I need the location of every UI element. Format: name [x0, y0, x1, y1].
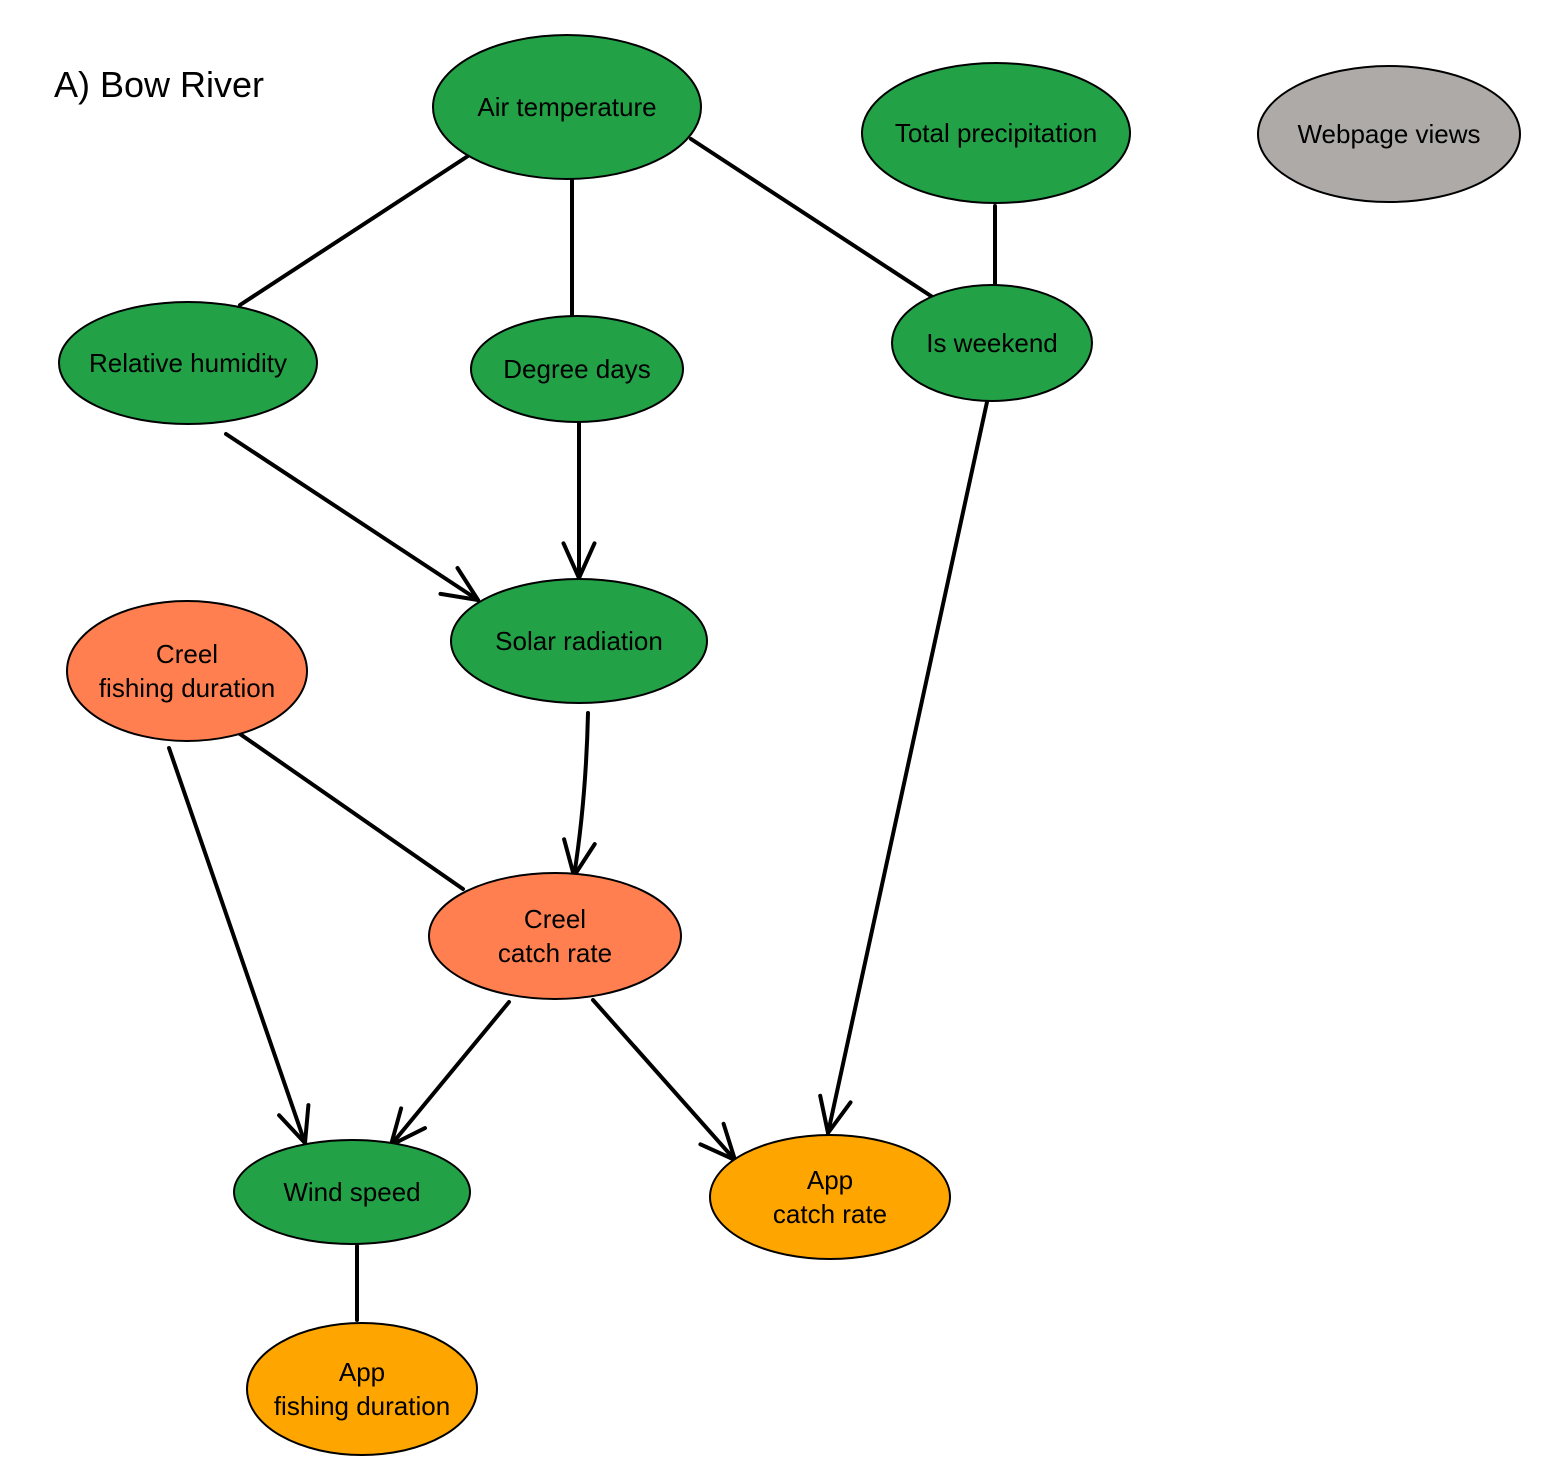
node-label: Is weekend	[926, 328, 1058, 358]
node-relative-humidity: Relative humidity	[58, 301, 318, 425]
node-ellipse	[428, 872, 682, 1000]
node-app-catch-rate: App catch rate	[709, 1134, 951, 1260]
edge-air-temperature-to-relative-humidity	[238, 154, 470, 307]
node-ellipse	[432, 34, 702, 180]
node-ellipse	[58, 301, 318, 425]
node-ellipse	[233, 1139, 471, 1245]
node-solar-radiation: Solar radiation	[450, 578, 708, 704]
node-ellipse	[709, 1134, 951, 1260]
edge-relative-humidity-to-solar-radiation	[224, 432, 480, 602]
node-label: Solar radiation	[495, 626, 663, 656]
node-label: Creel	[524, 904, 586, 934]
node-label: fishing duration	[99, 673, 275, 703]
node-label: Air temperature	[477, 92, 656, 122]
edges-layer	[167, 137, 997, 1322]
node-total-precipitation: Total precipitation	[861, 62, 1131, 204]
edge-air-temperature-to-is-weekend	[689, 137, 936, 300]
node-app-fishing-duration: App fishing duration	[246, 1322, 478, 1456]
node-label: Wind speed	[283, 1177, 420, 1207]
node-degree-days: Degree days	[470, 315, 684, 423]
node-is-weekend: Is weekend	[891, 284, 1093, 402]
node-label: fishing duration	[274, 1391, 450, 1421]
edge-line	[167, 746, 307, 1145]
node-creel-catch-rate: Creel catch rate	[428, 872, 682, 1000]
node-ellipse	[891, 284, 1093, 402]
edge-line	[389, 1000, 511, 1147]
node-ellipse	[861, 62, 1131, 204]
node-label: Degree days	[503, 354, 650, 384]
node-wind-speed: Wind speed	[233, 1139, 471, 1245]
arrowhead	[438, 566, 480, 602]
edge-line	[238, 732, 465, 891]
node-label: App	[339, 1357, 385, 1387]
edge-line	[238, 154, 470, 307]
node-label: Relative humidity	[89, 348, 287, 378]
edge-creel-catch-rate-to-app-catch-rate	[591, 998, 737, 1162]
node-webpage-views: Webpage views	[1257, 65, 1521, 203]
node-label: Webpage views	[1297, 119, 1480, 149]
edge-line	[689, 137, 936, 300]
node-ellipse	[450, 578, 708, 704]
node-label: catch rate	[498, 938, 612, 968]
node-label: catch rate	[773, 1199, 887, 1229]
node-label: App	[807, 1165, 853, 1195]
edge-line	[224, 432, 480, 602]
node-ellipse	[470, 315, 684, 423]
node-label: Total precipitation	[895, 118, 1097, 148]
edge-line	[826, 400, 989, 1135]
edge-line	[591, 998, 737, 1162]
node-creel-fishing-duration: Creel fishing duration	[66, 600, 308, 742]
node-ellipse	[246, 1322, 478, 1456]
edge-solar-radiation-to-creel-catch-rate	[562, 711, 597, 878]
node-ellipse	[1257, 65, 1521, 203]
node-air-temperature: Air temperature	[432, 34, 702, 180]
edge-line	[572, 711, 590, 878]
panel-title: A) Bow River	[54, 64, 265, 105]
node-ellipse	[66, 600, 308, 742]
edge-creel-fishing-duration-to-creel-catch-rate	[238, 732, 465, 891]
arrowhead	[818, 1093, 853, 1135]
edge-creel-catch-rate-to-wind-speed	[389, 1000, 511, 1147]
edge-is-weekend-to-app-catch-rate	[818, 400, 989, 1135]
edge-creel-fishing-duration-to-wind-speed	[167, 746, 311, 1145]
edge-degree-days-to-solar-radiation	[561, 420, 597, 580]
arrowhead	[277, 1103, 311, 1145]
node-label: Creel	[156, 639, 218, 669]
